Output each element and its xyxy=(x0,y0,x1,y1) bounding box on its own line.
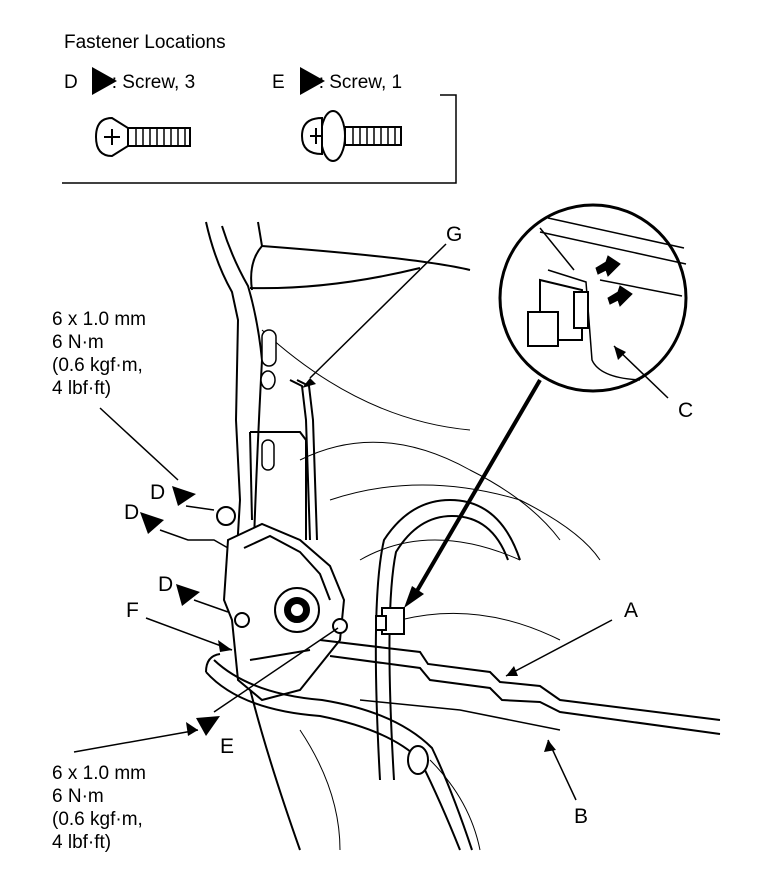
spec-bottom-kgf: (0.6 kgf·m, xyxy=(52,809,143,830)
legend-e-item: E : Screw, 1 xyxy=(272,72,402,94)
label-a: A xyxy=(624,599,639,622)
legend-title: Fastener Locations xyxy=(64,32,226,53)
washer-head-screw-icon xyxy=(300,110,402,162)
spec-top-kgf: (0.6 kgf·m, xyxy=(52,355,143,376)
label-c: C xyxy=(678,399,694,422)
screw-pointer-triangles xyxy=(140,486,220,736)
spec-bottom-size: 6 x 1.0 mm xyxy=(52,763,146,784)
detail-leader-arrow xyxy=(404,586,424,608)
spec-top-torque: 6 N·m xyxy=(52,332,104,353)
label-e: E xyxy=(220,735,235,758)
panel-holes xyxy=(260,329,277,471)
label-b: B xyxy=(574,805,589,828)
flat-head-screw-icon xyxy=(94,116,191,158)
label-f: F xyxy=(126,599,139,622)
label-g: G xyxy=(446,223,463,246)
spec-top-lbf: 4 lbf·ft) xyxy=(52,378,112,399)
legend-e-pointer-icon xyxy=(300,67,325,95)
legend-d-item: D : Screw, 3 xyxy=(64,72,195,94)
label-d-lower: D xyxy=(158,573,174,596)
panel-contours xyxy=(261,329,601,851)
spec-bottom-torque: 6 N·m xyxy=(52,786,104,807)
regulator-bracket xyxy=(249,431,307,540)
lower-harness xyxy=(205,653,473,851)
cable-g xyxy=(289,379,318,541)
window-regulator-motor xyxy=(216,506,348,702)
detail-content xyxy=(539,217,687,381)
torque-spec-bottom: 6 x 1.0 mm 6 N·m (0.6 kgf·m, 4 lbf·ft) xyxy=(52,762,146,854)
connector-harness xyxy=(374,498,521,781)
detail-arrows xyxy=(595,255,633,307)
legend-e-text: : Screw, 1 xyxy=(318,72,403,93)
label-d-upper: D xyxy=(150,481,166,504)
legend-e-letter: E xyxy=(272,72,285,93)
spec-top-size: 6 x 1.0 mm xyxy=(52,309,146,330)
legend-d-text: : Screw, 3 xyxy=(111,72,196,93)
label-d-middle: D xyxy=(124,501,140,524)
detail-leader xyxy=(412,378,542,598)
legend-d-pointer-icon xyxy=(92,67,117,95)
legend-frame xyxy=(62,94,457,184)
connector xyxy=(375,607,405,635)
legend-d-letter: D xyxy=(64,72,78,93)
torque-spec-top: 6 x 1.0 mm 6 N·m (0.6 kgf·m, 4 lbf·ft) xyxy=(52,308,146,400)
pointer-arrows xyxy=(186,346,626,752)
rail-a xyxy=(319,639,721,735)
spec-bottom-lbf: 4 lbf·ft) xyxy=(52,832,112,853)
rail-b xyxy=(359,699,561,731)
detail-connector xyxy=(527,278,589,347)
